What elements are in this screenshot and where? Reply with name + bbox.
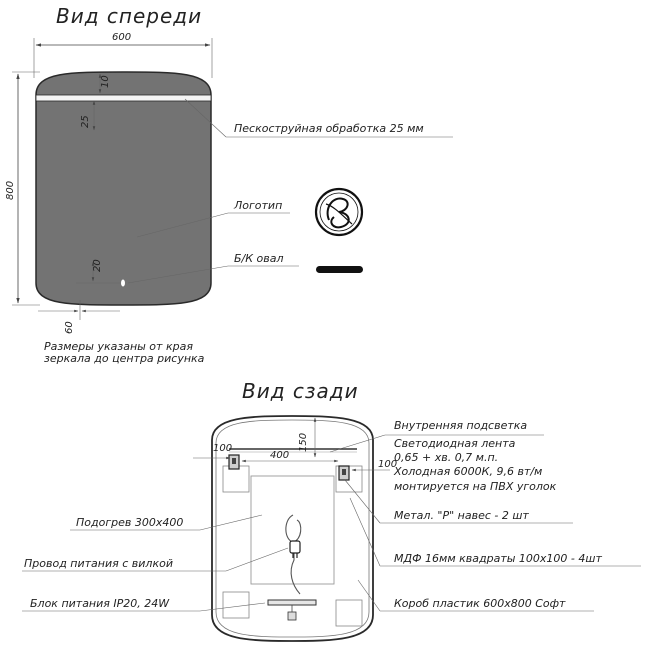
switch-offset-label: 20 (92, 259, 103, 272)
sandblast-callout: Пескоструйная обработка 25 мм (234, 122, 424, 135)
front-view-title: Вид спереди (56, 4, 202, 28)
led-line-2: 0,65 + хв. 0,7 м.п. (394, 451, 498, 464)
led-line-4: монтируется на ПВХ уголок (394, 480, 557, 493)
width-dimension-label: 600 (112, 32, 131, 43)
hanger-icon (228, 454, 240, 470)
back-mid-dimension-label: 400 (270, 450, 289, 461)
front-view: Вид спереди 600 800 10 25 20 60 Пескостр… (5, 4, 453, 365)
oval-switch-icon (316, 266, 363, 273)
cable-callout: Провод питания с вилкой (24, 557, 173, 570)
sandblast-band (35, 94, 212, 102)
back-view-title: Вид сзади (242, 379, 359, 403)
height-dimension-label: 800 (5, 181, 16, 200)
power-supply-unit (267, 599, 317, 606)
back-left-dimension-label: 100 (213, 443, 232, 454)
logo-monogram-icon (314, 187, 364, 237)
front-mirror-panel (35, 71, 212, 306)
logo-callout: Логотип (233, 199, 282, 212)
mdf-square (335, 599, 363, 627)
hanger-callout: Метал. "Р" навес - 2 шт (394, 509, 529, 522)
switch-callout: Б/К овал (234, 252, 284, 265)
plastic-box-outline (211, 415, 374, 642)
mdf-callout: МДФ 16мм квадраты 100х100 - 4шт (394, 552, 602, 565)
back-view: Вид сзади (22, 379, 641, 642)
plug-icon (289, 540, 301, 558)
hanger-icon (338, 465, 350, 481)
top-offset-label: 10 (100, 75, 111, 88)
led-line-3: Холодная 6000К, 9,6 вт/м (393, 465, 542, 478)
heater-pad (250, 475, 335, 585)
band-height-label: 25 (80, 115, 91, 128)
bottom-offset-label: 60 (64, 321, 75, 334)
front-switch-icon (121, 279, 125, 287)
psu-connector (287, 611, 297, 621)
backlight-title: Внутренняя подсветка (394, 419, 527, 432)
box-callout: Короб пластик 600х800 Софт (394, 597, 566, 610)
back-right-dimension-label: 100 (378, 459, 397, 470)
note-line-1: Размеры указаны от края (44, 340, 193, 353)
led-line-1: Светодиодная лента (394, 437, 516, 450)
back-top-dimension-label: 150 (298, 433, 309, 452)
note-line-2: зеркала до центра рисунка (44, 352, 205, 365)
psu-callout: Блок питания IP20, 24W (30, 597, 170, 610)
heater-callout: Подогрев 300х400 (76, 516, 183, 529)
